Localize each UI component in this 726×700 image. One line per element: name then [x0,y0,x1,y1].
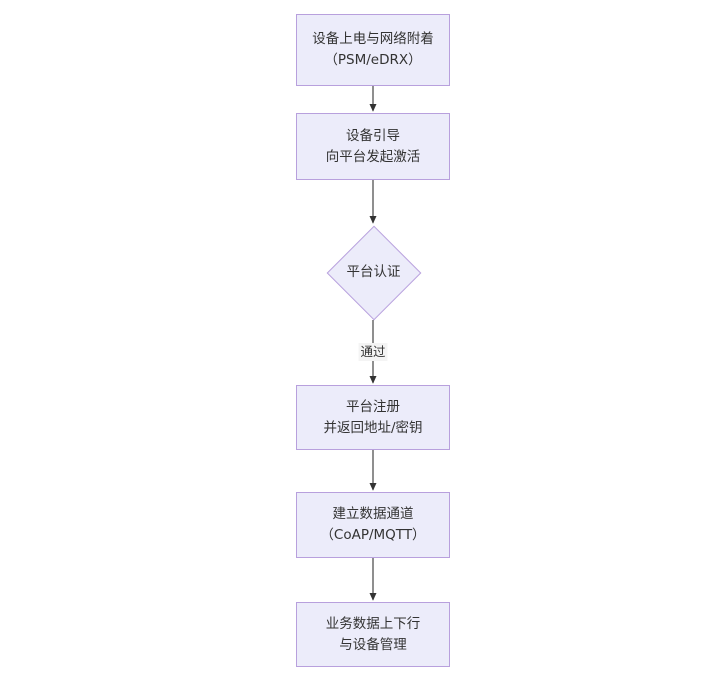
node-business-data[interactable]: 业务数据上下行 与设备管理 [296,602,450,667]
edge-label-pass: 通过 [358,343,388,361]
node-data-channel-line1: 建立数据通道 [332,506,414,522]
node-power-on-line2: （PSM/eDRX） [324,52,422,68]
node-power-on-line1: 设备上电与网络附着 [312,31,434,47]
node-data-channel-line2: （CoAP/MQTT） [320,527,426,543]
node-bootstrap-line2: 向平台发起激活 [325,148,421,165]
node-platform-register-line2: 并返回地址/密钥 [323,419,423,436]
node-business-data-line1: 业务数据上下行 [325,615,421,632]
node-bootstrap[interactable]: 设备引导 向平台发起激活 [296,113,450,180]
node-platform-register[interactable]: 平台注册 并返回地址/密钥 [296,385,450,450]
node-platform-auth-label: 平台认证 [346,264,401,280]
node-data-channel[interactable]: 建立数据通道 （CoAP/MQTT） [296,492,450,558]
node-business-data-line2: 与设备管理 [339,636,407,653]
node-platform-register-line1: 平台注册 [346,398,400,415]
node-bootstrap-line1: 设备引导 [346,127,400,144]
node-platform-auth[interactable]: 平台认证 [326,225,421,320]
node-power-on[interactable]: 设备上电与网络附着 （PSM/eDRX） [296,14,450,86]
